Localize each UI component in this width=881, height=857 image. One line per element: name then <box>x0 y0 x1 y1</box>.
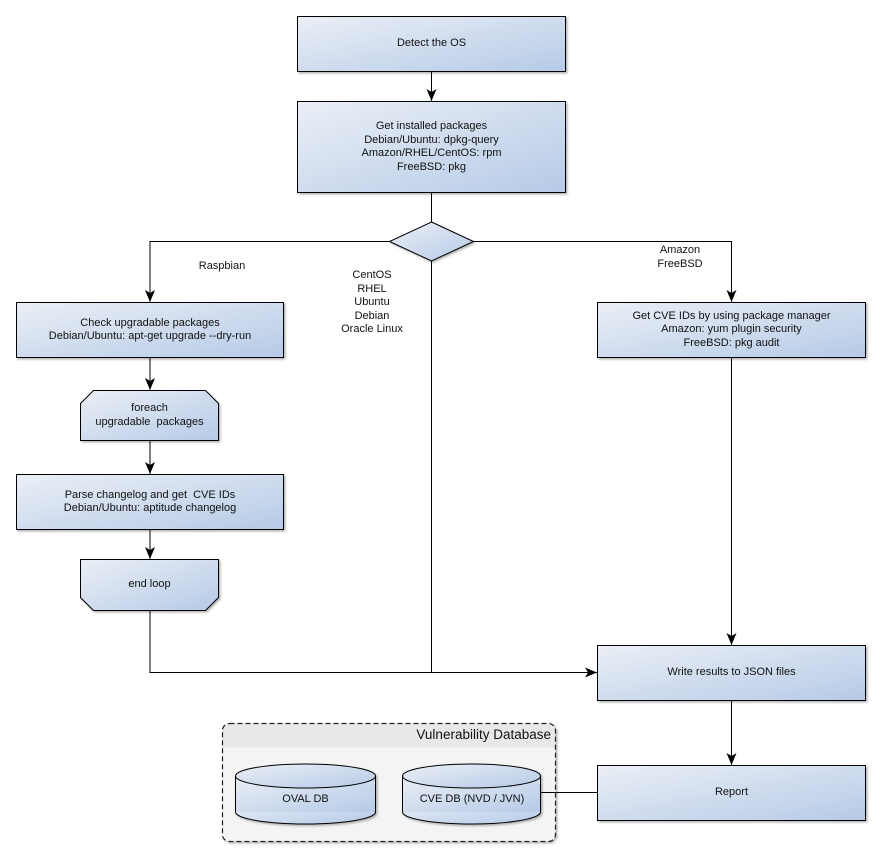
get-cve-ids-node <box>597 302 866 358</box>
vulnerability-database-title-band <box>222 723 556 748</box>
foreach-loop-node <box>80 390 219 441</box>
connectors <box>145 71 737 793</box>
parse-changelog-node <box>16 474 284 530</box>
connector-decision-to-get-cve-ids <box>473 241 737 302</box>
oval-db-cylinder <box>235 763 376 825</box>
os-decision-diamond <box>388 221 475 262</box>
end-loop-node <box>80 559 219 611</box>
node-shapes <box>16 16 866 821</box>
check-upgradable-node <box>16 302 284 358</box>
connector-decision-to-check-upgradable <box>145 241 390 302</box>
get-packages-node <box>297 101 566 193</box>
write-results-node <box>597 645 866 701</box>
cve-db-cylinder <box>402 763 541 825</box>
connector-endloop-to-write-results <box>149 610 597 678</box>
report-node <box>597 765 866 821</box>
detect-os-node <box>297 16 566 72</box>
